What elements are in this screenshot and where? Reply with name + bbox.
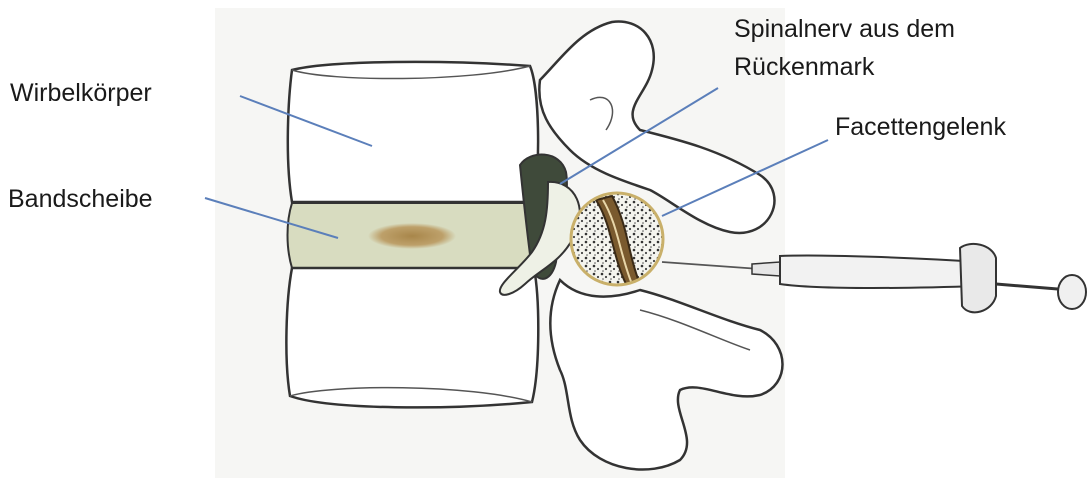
nucleus-pulposus (368, 223, 456, 249)
label-facet-joint: Facettengelenk (835, 112, 1006, 142)
label-spinal-nerve-line1: Spinalnerv aus dem (734, 14, 955, 44)
facet-joint-inset (571, 193, 663, 285)
label-disc: Bandscheibe (8, 184, 153, 214)
label-vertebral-body: Wirbelkörper (10, 78, 152, 108)
upper-vertebral-body (288, 62, 538, 202)
label-spinal-nerve-line2: Rückenmark (734, 52, 874, 82)
